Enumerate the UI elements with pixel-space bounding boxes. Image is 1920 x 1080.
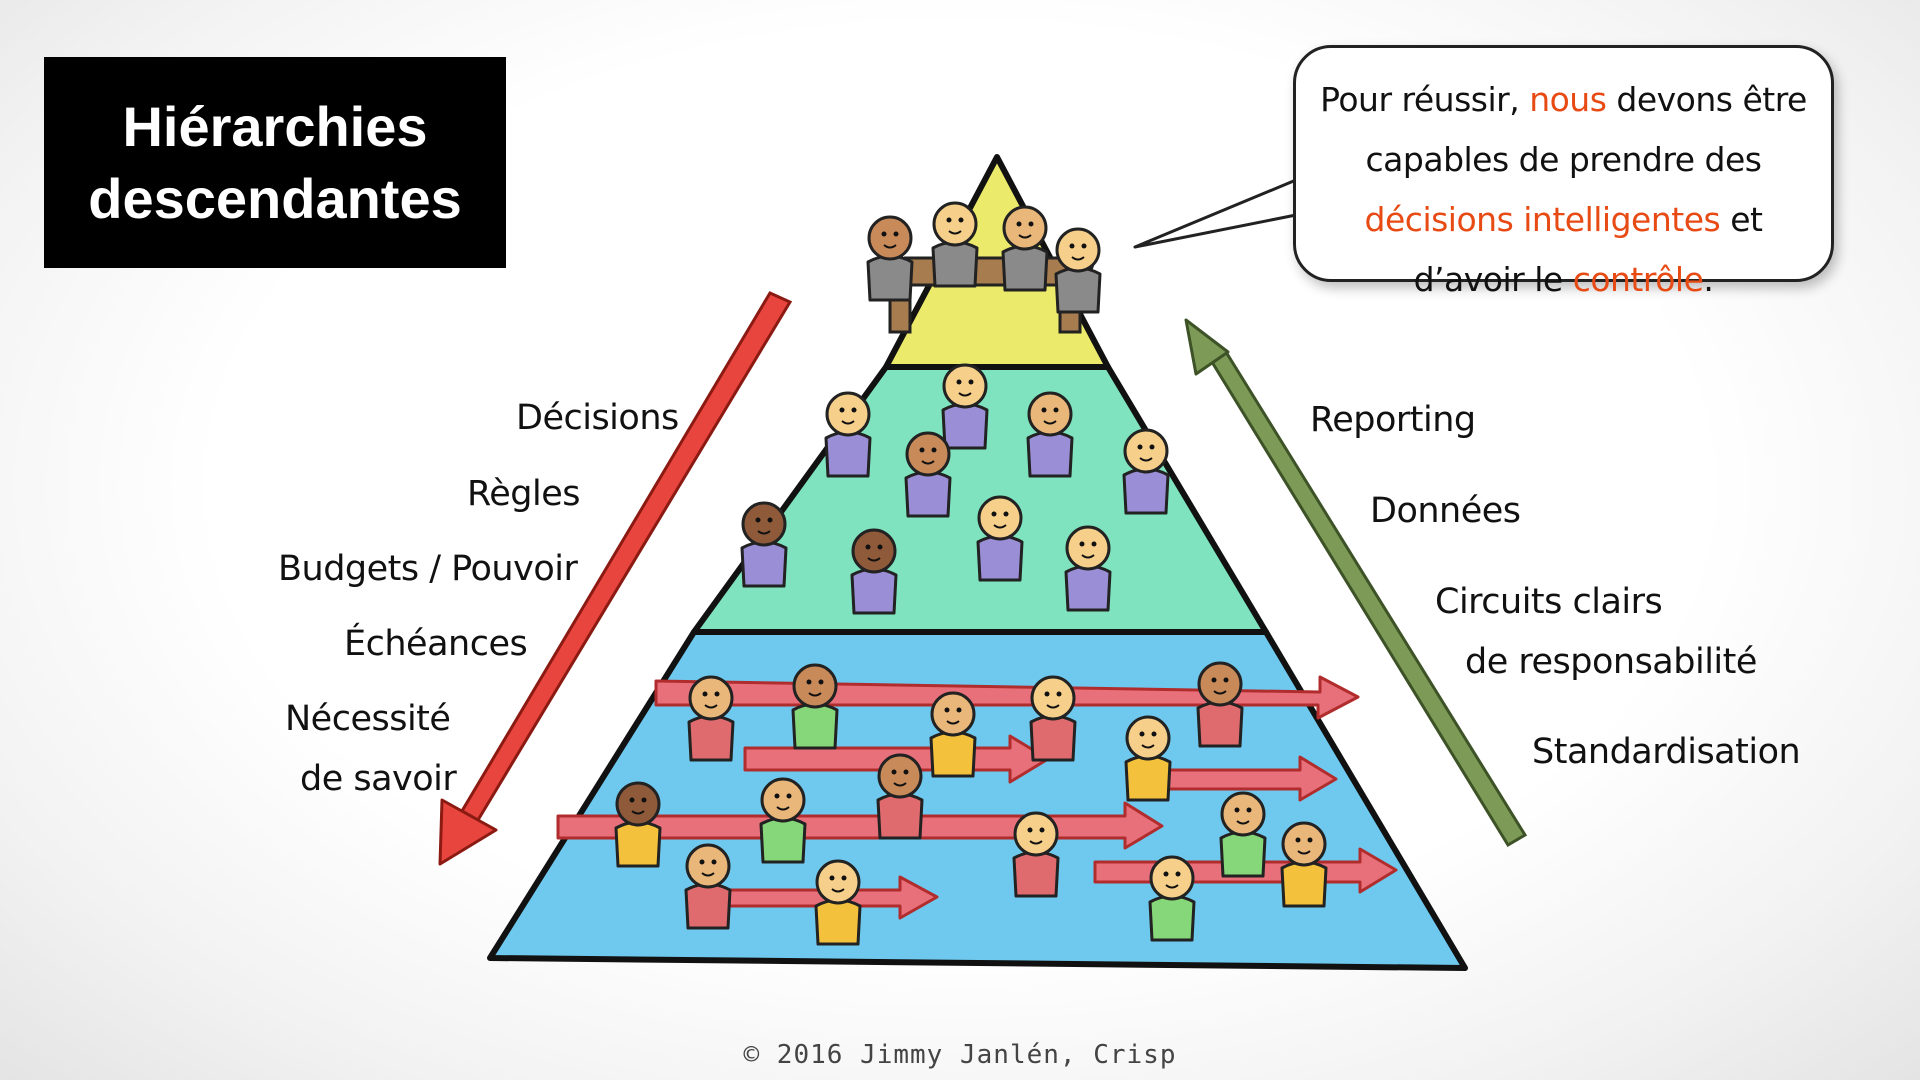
person: [929, 691, 977, 778]
person: [1124, 715, 1172, 802]
flow-arrow: [1148, 755, 1338, 802]
bubble-text-2: devons être capables de prendre des: [1365, 80, 1808, 179]
person: [687, 675, 735, 762]
speech-bubble-tail: [1133, 178, 1298, 249]
label-budgets: Budgets / Pouvoir: [278, 549, 578, 589]
person: [1029, 675, 1077, 762]
bubble-text-3: et d’avoir le: [1413, 200, 1763, 299]
label-regles: Règles: [467, 474, 581, 514]
bubble-text-1: Pour réussir,: [1320, 80, 1530, 119]
person: [1001, 205, 1049, 292]
label-donnees: Données: [1370, 491, 1521, 531]
title-line-1: Hiérarchies: [122, 94, 428, 158]
speech-bubble: Pour réussir, nous devons être capables …: [1293, 45, 1834, 299]
person: [1026, 391, 1074, 478]
people-group: [614, 201, 1328, 946]
person: [1196, 661, 1244, 748]
title-box: Hiérarchies descendantes: [44, 57, 506, 268]
copyright: © 2016 Jimmy Janlén, Crisp: [743, 1040, 1177, 1070]
person: [1148, 855, 1196, 942]
title-line-2: descendantes: [88, 166, 462, 230]
label-reporting: Reporting: [1310, 400, 1476, 440]
person: [1064, 525, 1112, 612]
label-standardisation: Standardisation: [1532, 732, 1801, 772]
label-necessite-2: de savoir: [300, 759, 457, 799]
label-circuits-2: de responsabilité: [1465, 642, 1757, 682]
label-circuits-1: Circuits clairs: [1435, 582, 1663, 622]
person: [814, 859, 862, 946]
person: [684, 843, 732, 930]
person: [1054, 227, 1102, 314]
person: [866, 215, 914, 302]
person: [904, 431, 952, 518]
person: [614, 781, 662, 868]
person: [1280, 821, 1328, 908]
bubble-highlight-decisions: décisions intelligentes: [1364, 200, 1721, 239]
person: [791, 663, 839, 750]
person: [740, 501, 788, 588]
down-arrow: [438, 291, 793, 866]
person: [759, 777, 807, 864]
person: [1219, 791, 1267, 878]
person: [824, 391, 872, 478]
person: [931, 201, 979, 288]
person: [876, 753, 924, 840]
person: [1012, 811, 1060, 898]
label-decisions: Décisions: [516, 398, 679, 438]
bubble-highlight-nous: nous: [1529, 80, 1607, 119]
person: [941, 363, 989, 450]
label-echeances: Échéances: [344, 624, 528, 664]
up-arrow: [1184, 318, 1528, 848]
person: [1122, 428, 1170, 515]
bubble-highlight-controle: contrôle: [1572, 260, 1704, 299]
person: [850, 528, 898, 615]
label-necessite-1: Nécessité: [285, 699, 451, 739]
person: [976, 495, 1024, 582]
bubble-text-4: .: [1703, 260, 1714, 299]
